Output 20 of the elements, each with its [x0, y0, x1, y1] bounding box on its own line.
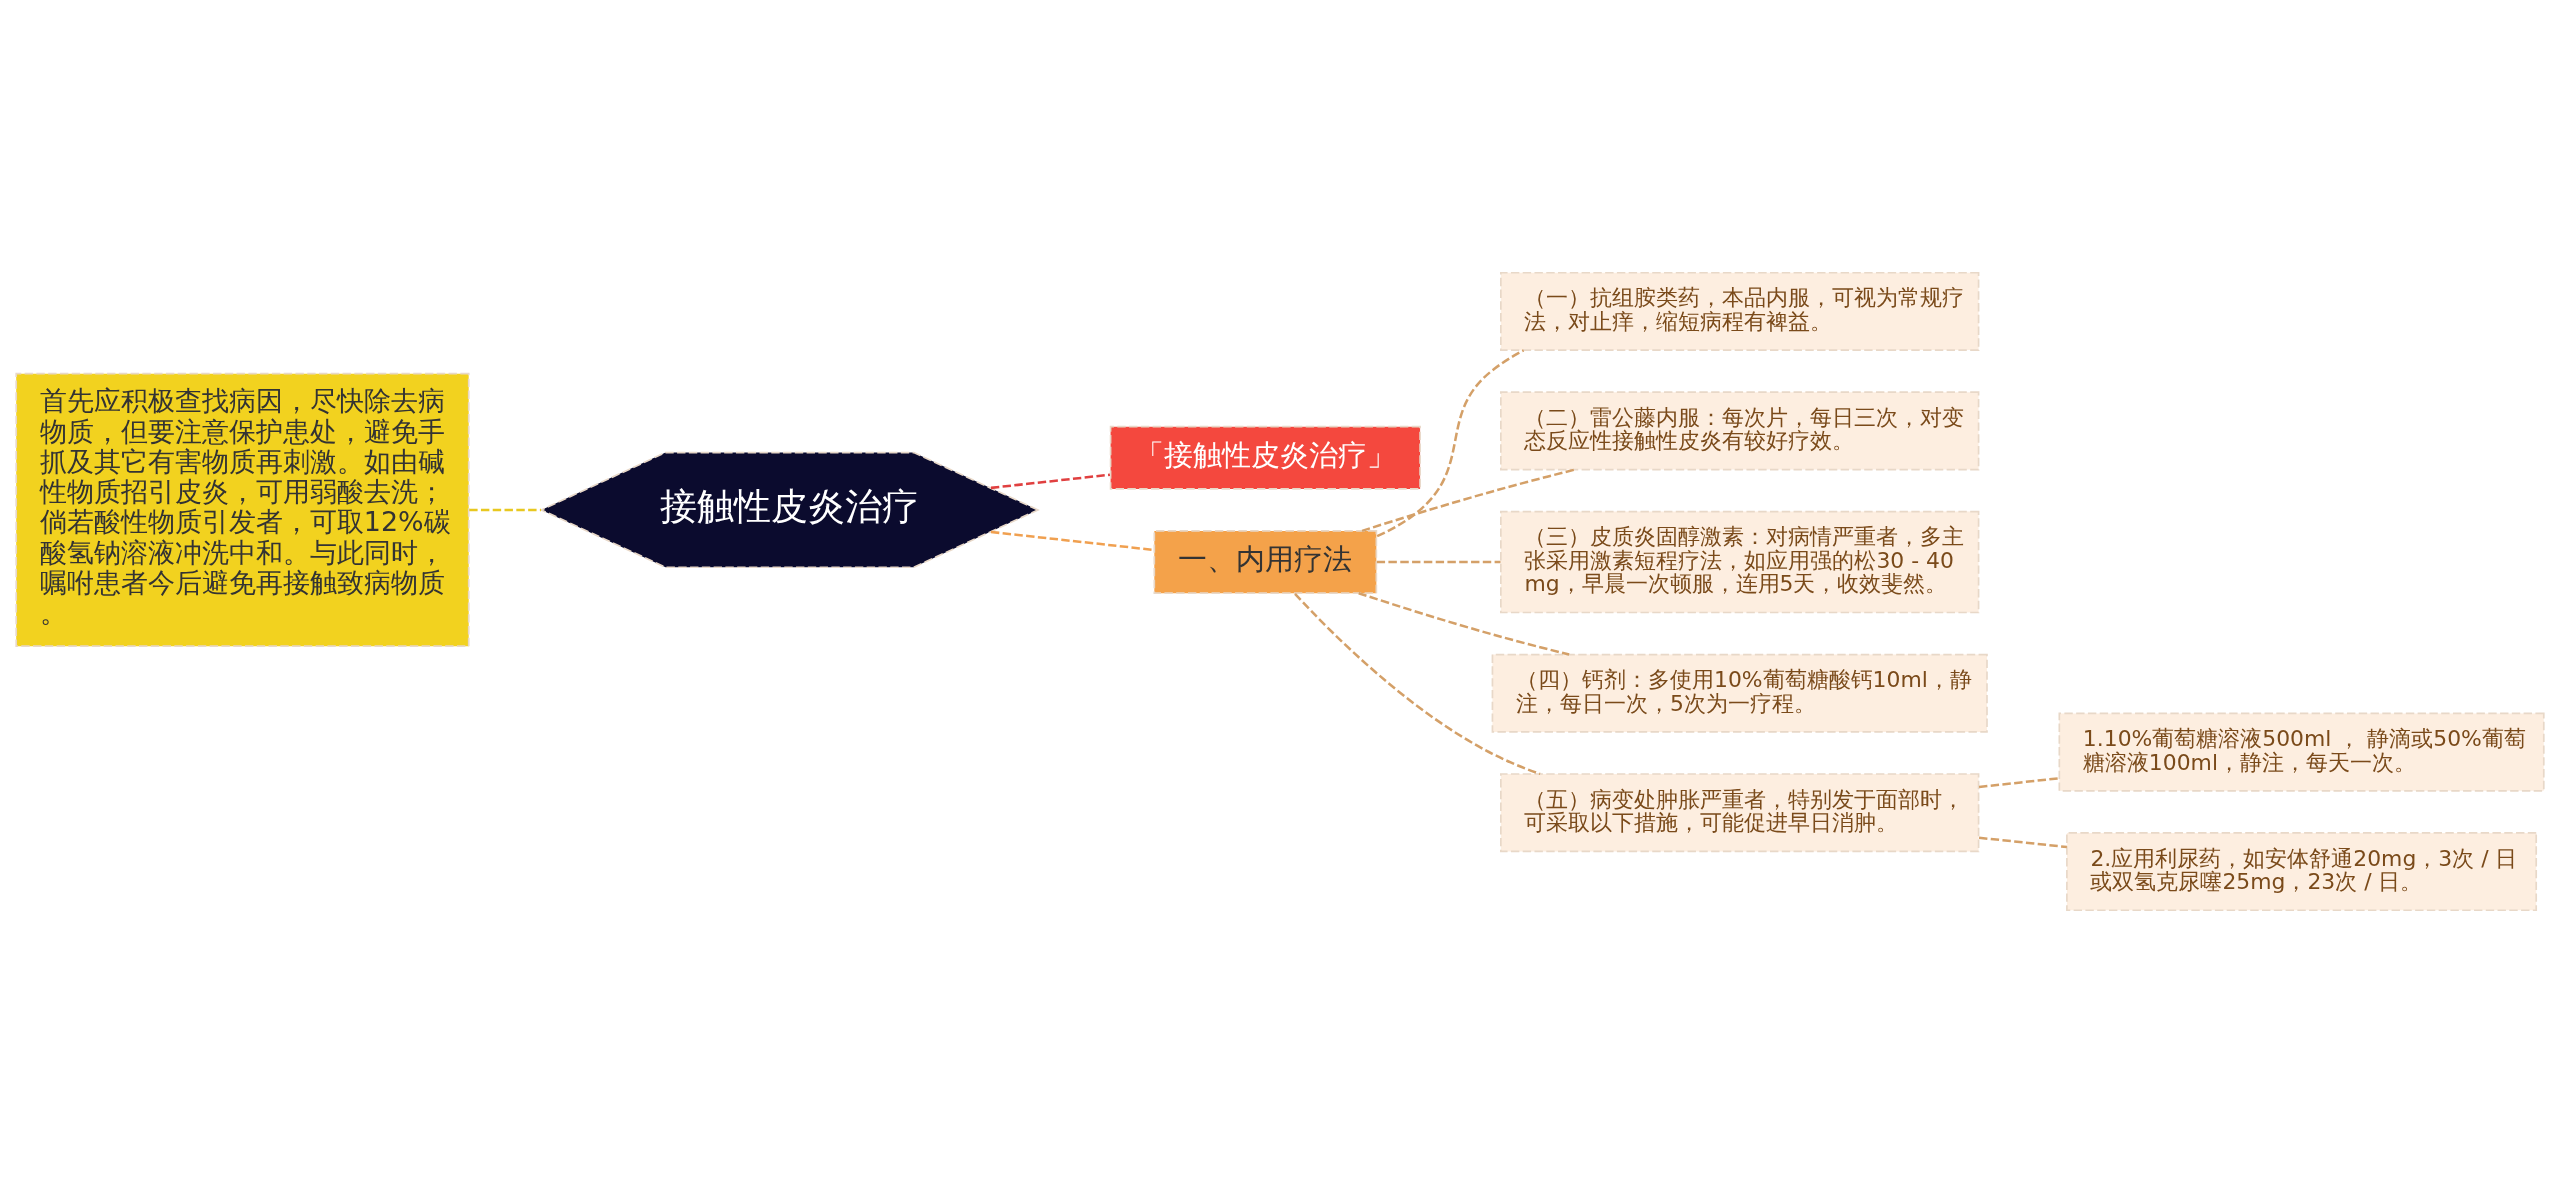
connector — [1978, 836, 2067, 849]
connector — [1361, 468, 1575, 533]
node-box: （一）抗组胺类药，本品内服，可视为常规疗法，对止痒，缩短病程有裨益。 — [1500, 271, 1980, 351]
node-box: （四）钙剂：多使用10%葡萄糖酸钙10ml，静注，每日一次，5次为一疗程。 — [1491, 653, 1988, 733]
connector — [990, 473, 1111, 490]
node-box: （五）病变处肿胀严重者，特别发于面部时，可采取以下措施，可能促进早日消肿。 — [1500, 773, 1980, 853]
connector — [1376, 349, 1525, 538]
connector — [1358, 592, 1570, 656]
node-box: 「接触性皮炎治疗」 — [1109, 425, 1421, 490]
node-box: （二）雷公藤内服：每次片，每日三次，对变态反应性接触性皮炎有较好疗效。 — [1500, 391, 1980, 471]
node-box: 首先应积极查找病因，尽快除去病物质，但要注意保护患处，避免手抓及其它有害物质再刺激。如由碱性物质招引皮炎，可用弱酸去洗；倘若酸性物质引发者，可取12%碳酸氢钠溶液冲洗中和。与此同时，嘱咐患者今后避免再接触致病物质。 — [15, 372, 470, 647]
connector — [990, 530, 1155, 552]
node-box: （三）皮质炎固醇激素：对病情严重者，多主张采用激素短程疗法，如应用强的松30 - 40 mg，早晨一次顿服，连用5天，收效斐然。 — [1500, 510, 1980, 614]
connector — [1376, 560, 1501, 564]
node-box: 2.应用利尿药，如安体舒通20mg，3次 / 日或双氢克尿噻25mg，23次 / 日。 — [2066, 832, 2538, 912]
node-box: 1.10%葡萄糖溶液500ml ， 静滴或50%葡萄糖溶液100ml，静注，每天一次。 — [2058, 712, 2545, 792]
connector — [1978, 777, 2060, 789]
connector — [469, 508, 541, 512]
node-box: 一、内用疗法 — [1153, 530, 1378, 594]
connector — [1294, 592, 1541, 776]
